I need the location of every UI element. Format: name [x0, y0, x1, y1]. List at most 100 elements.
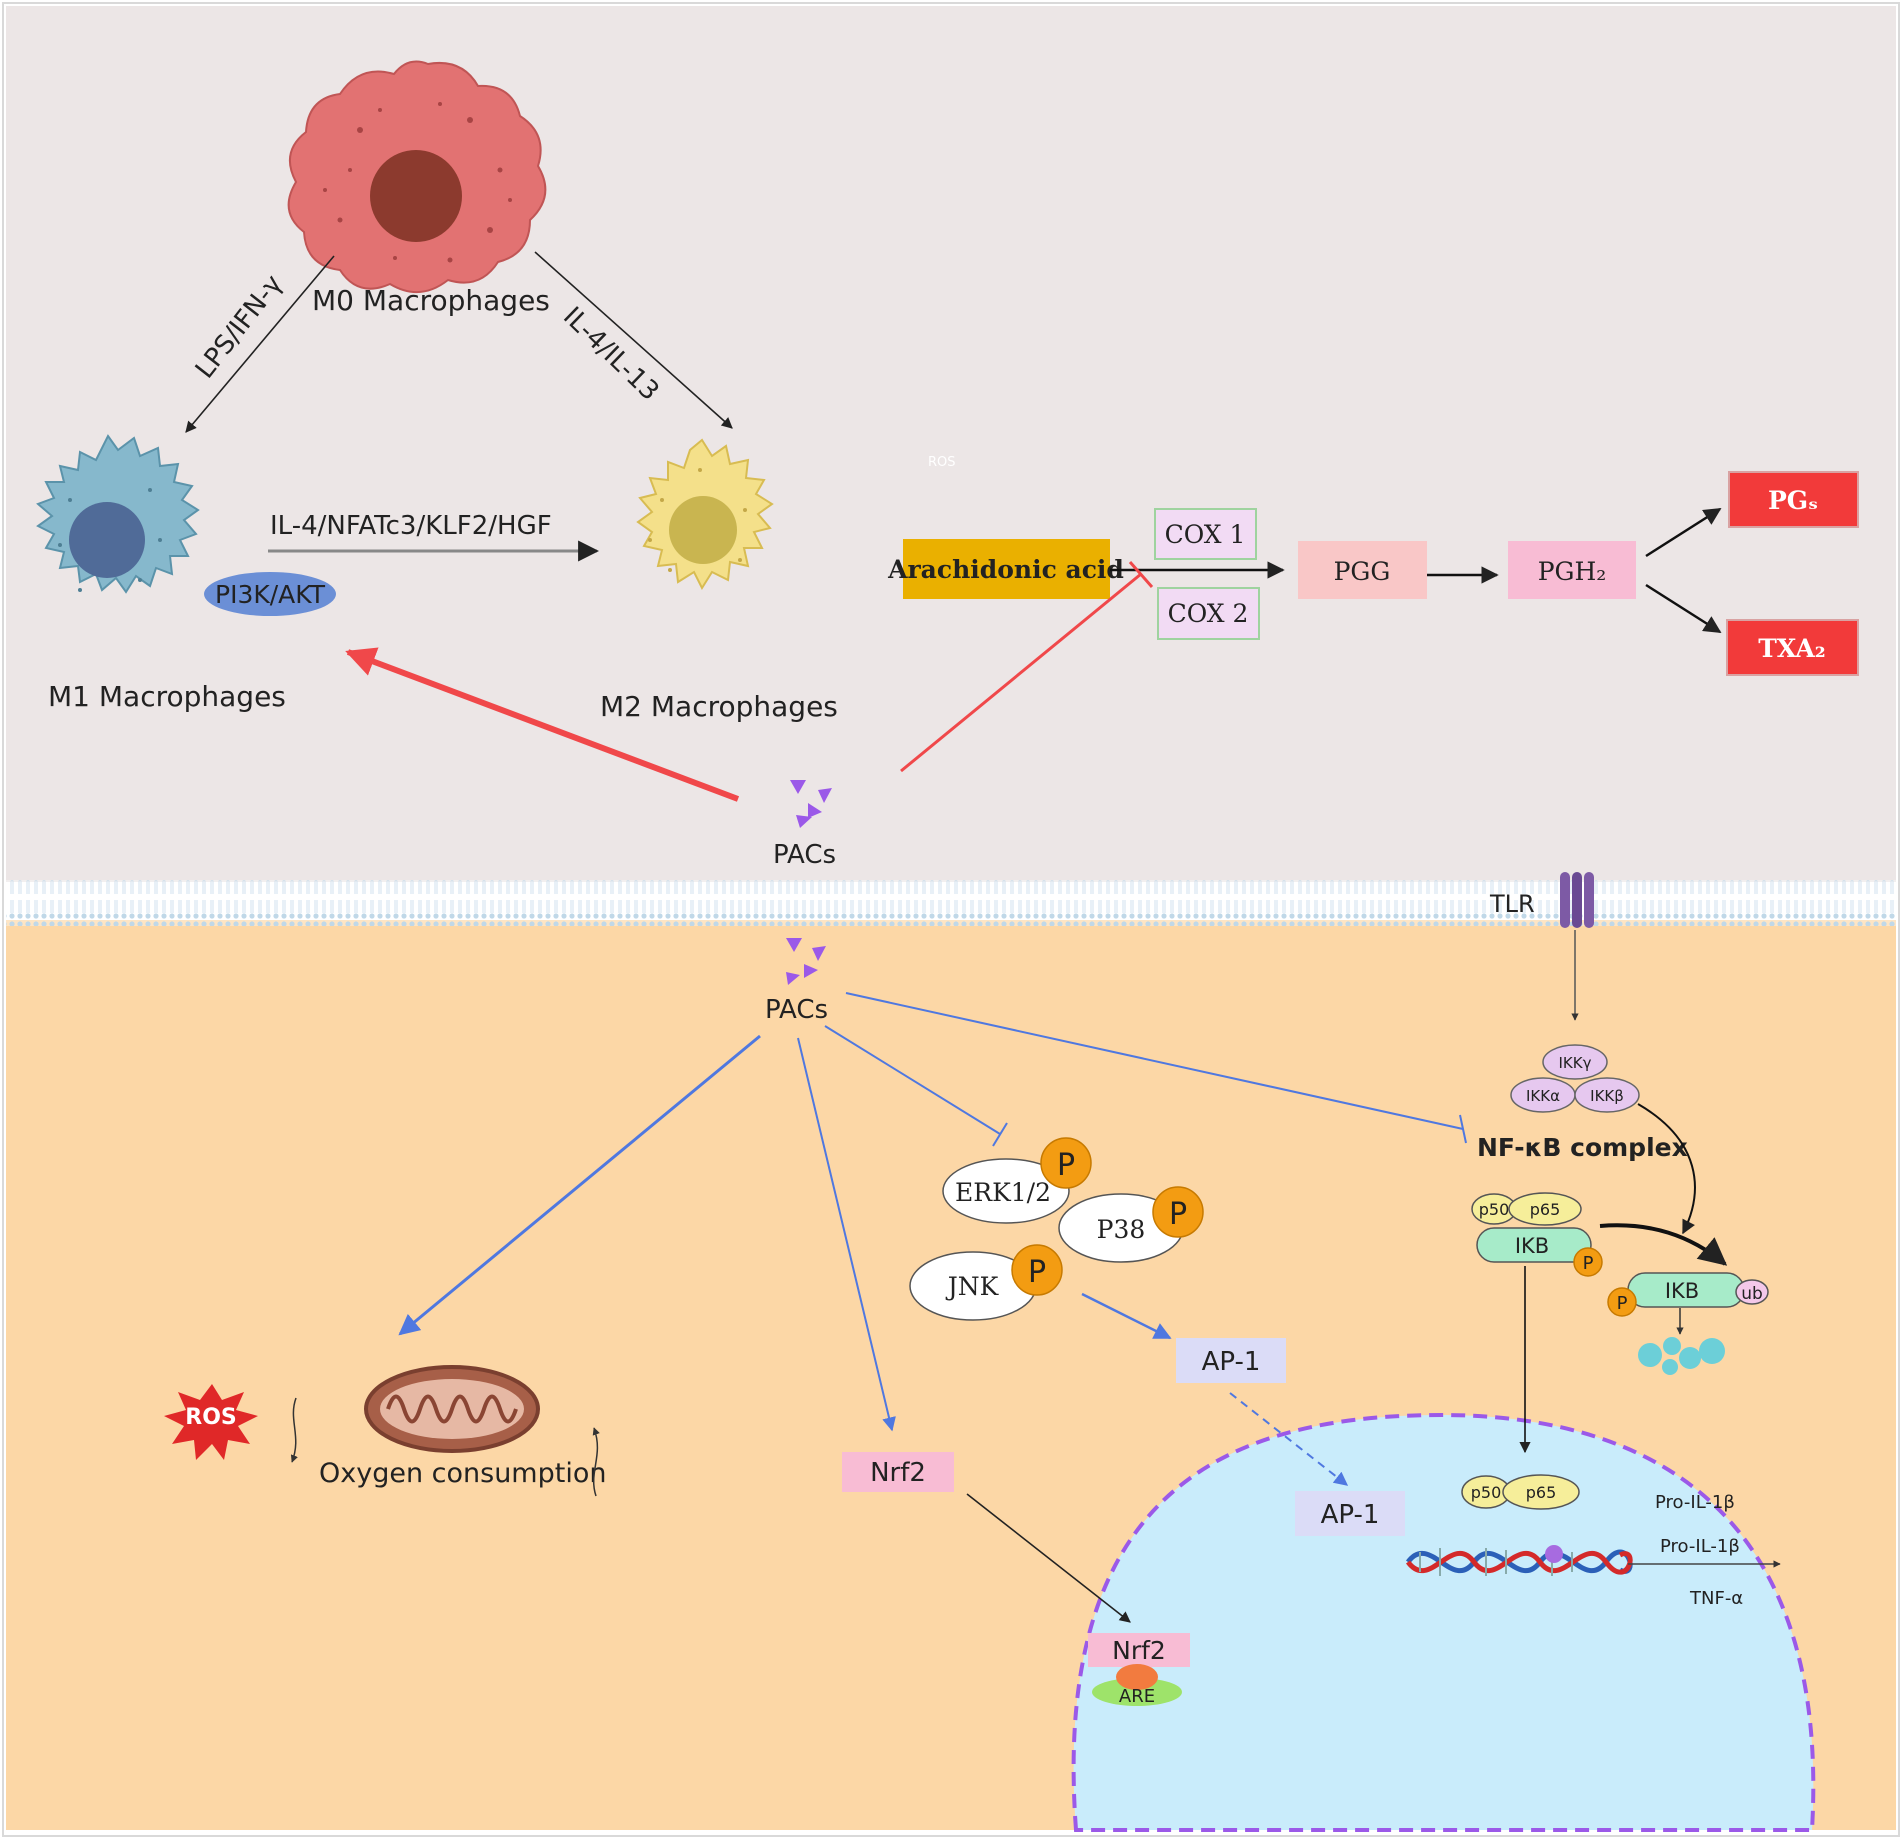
- svg-text:IKB: IKB: [1515, 1234, 1549, 1258]
- cox-inhibition-bar: [1128, 561, 1154, 588]
- nrf2-are-complex: Nrf2 ARE: [1088, 1633, 1190, 1707]
- faint-ros-label: ROS: [928, 455, 956, 470]
- pacs-outer-label: PACs: [773, 840, 836, 870]
- svg-text:Arachidonic acid: Arachidonic acid: [887, 555, 1124, 584]
- svg-text:IKKα: IKKα: [1526, 1087, 1560, 1105]
- pgh2-to-pgs-arrow: [1645, 507, 1722, 558]
- pgg-box: PGG: [1298, 541, 1427, 599]
- pacs-inner-label: PACs: [765, 995, 828, 1025]
- m0-label: M0 Macrophages: [312, 284, 550, 317]
- nfkb-complex-label: NF-κB complex: [1477, 1133, 1688, 1162]
- nucleus: [1071, 1412, 1816, 1832]
- m0-to-m2-arrow: [534, 251, 733, 429]
- svg-text:IKKβ: IKKβ: [1590, 1087, 1624, 1105]
- ap1-to-nucleus-dashed-arrow: [1229, 1392, 1349, 1486]
- arachidonic-acid-box: Arachidonic acid: [887, 539, 1124, 599]
- svg-text:AP-1: AP-1: [1202, 1347, 1261, 1377]
- svg-text:P: P: [1617, 1293, 1628, 1314]
- pacs-inhibit-nfkb-line: [845, 992, 1464, 1130]
- svg-text:COX 2: COX 2: [1168, 599, 1249, 628]
- tnf-label: TNF-α: [1689, 1588, 1743, 1609]
- svg-text:PI3K/AKT: PI3K/AKT: [215, 580, 326, 609]
- p50-p65-nucleus-icon: p50 p65: [1461, 1474, 1580, 1510]
- txa2-box: TXA₂: [1726, 619, 1859, 676]
- ikk-to-ikb-arrow: [1637, 1103, 1696, 1235]
- ikb-bound-icon: IKB: [1476, 1227, 1592, 1263]
- ros-burst-icon: ROS: [164, 1384, 258, 1460]
- svg-text:p65: p65: [1526, 1483, 1557, 1502]
- svg-text:p50: p50: [1479, 1200, 1510, 1219]
- jnk-to-ap1-arrow: [1081, 1292, 1172, 1340]
- svg-text:JNK: JNK: [945, 1272, 1000, 1301]
- svg-text:P: P: [1028, 1255, 1046, 1290]
- nrf2-cytoplasm-box: Nrf2: [842, 1452, 954, 1492]
- cox2-box: COX 2: [1157, 587, 1260, 640]
- proteasome-degradation-icon: [1638, 1337, 1725, 1375]
- jnk-phospho-icon: P: [1011, 1244, 1063, 1296]
- jnk-oval: JNK: [909, 1251, 1037, 1321]
- erk-phospho-icon: P: [1040, 1137, 1092, 1189]
- pgh2-to-txa2-arrow: [1645, 583, 1722, 634]
- svg-text:ROS: ROS: [185, 1405, 237, 1430]
- pacs-inner-icon: [786, 938, 826, 985]
- svg-text:PGG: PGG: [1334, 557, 1391, 586]
- m2-macrophage-icon: [636, 438, 774, 591]
- svg-text:IKKγ: IKKγ: [1559, 1054, 1592, 1072]
- m2-label: M2 Macrophages: [600, 690, 838, 723]
- cox1-box: COX 1: [1154, 508, 1257, 560]
- oxygen-up-arrow: [592, 1427, 600, 1497]
- tlr-label: TLR: [1489, 890, 1535, 918]
- svg-text:ARE: ARE: [1119, 1686, 1155, 1707]
- svg-text:ub: ub: [1741, 1284, 1763, 1304]
- m1-to-m2-label: IL-4/NFATc3/KLF2/HGF: [270, 511, 552, 541]
- ikk-complex-icon: IKKγ IKKα IKKβ: [1510, 1044, 1640, 1113]
- pacs-inhibit-mapk-line: [824, 1025, 1001, 1135]
- dna-helix-icon: [1405, 1545, 1633, 1576]
- svg-text:AP-1: AP-1: [1321, 1500, 1380, 1530]
- ikb-release-arrow: [1599, 1223, 1728, 1266]
- pacs-to-m1-red-arrow: [345, 647, 740, 802]
- pgs-box: PGₛ: [1728, 471, 1859, 528]
- m1-macrophage-icon: [36, 434, 200, 594]
- oxygen-consumption-label: Oxygen consumption: [319, 1458, 606, 1489]
- pacs-inhibit-cox-red-line: [900, 572, 1142, 773]
- nfkb-inhibition-bar: [1459, 1114, 1467, 1144]
- ikb-phospho-icon: P: [1573, 1247, 1603, 1277]
- ikb-ub-icon: IKB ub P: [1607, 1272, 1769, 1317]
- svg-text:Nrf2: Nrf2: [1112, 1636, 1166, 1665]
- mitochondria-icon: [364, 1365, 540, 1453]
- m0-macrophage-icon: [287, 60, 547, 294]
- pi3k-akt-badge: PI3K/AKT: [204, 572, 336, 616]
- svg-text:TXA₂: TXA₂: [1758, 634, 1825, 663]
- svg-text:COX 1: COX 1: [1165, 520, 1246, 549]
- svg-text:P: P: [1583, 1253, 1594, 1274]
- ap1-nucleus-box: AP-1: [1295, 1491, 1405, 1536]
- tlr-receptor-icon: [1560, 872, 1594, 928]
- svg-text:P: P: [1057, 1148, 1075, 1183]
- svg-text:P38: P38: [1097, 1215, 1146, 1244]
- svg-text:p65: p65: [1530, 1200, 1561, 1219]
- pgh2-box: PGH₂: [1508, 541, 1636, 599]
- nrf2-to-nucleus-arrow: [966, 1493, 1131, 1623]
- ros-down-arrow: [290, 1397, 298, 1463]
- pacs-outer-icon: [790, 780, 832, 828]
- pacs-to-nrf2-arrow: [797, 1037, 896, 1432]
- svg-text:p50: p50: [1471, 1483, 1502, 1502]
- pacs-to-mitochondria-arrow: [398, 1034, 761, 1336]
- m0-to-m1-arrow: [185, 255, 335, 433]
- m1-label: M1 Macrophages: [48, 680, 286, 713]
- svg-text:PGH₂: PGH₂: [1538, 557, 1607, 586]
- p38-phospho-icon: P: [1152, 1186, 1204, 1238]
- pro-il1b-label-1: Pro-IL-1β: [1655, 1492, 1735, 1513]
- svg-text:ERK1/2: ERK1/2: [955, 1178, 1051, 1207]
- svg-text:PGₛ: PGₛ: [1768, 486, 1818, 515]
- pro-il1b-label-2: Pro-IL-1β: [1660, 1536, 1740, 1557]
- extracellular-background: [6, 6, 1896, 882]
- svg-text:P: P: [1169, 1197, 1187, 1232]
- mapk-inhibition-bar: [992, 1122, 1008, 1147]
- svg-text:Nrf2: Nrf2: [870, 1458, 926, 1488]
- ap1-cytoplasm-box: AP-1: [1176, 1338, 1286, 1383]
- erk-oval: ERK1/2: [942, 1158, 1070, 1224]
- p38-oval: P38: [1058, 1193, 1184, 1263]
